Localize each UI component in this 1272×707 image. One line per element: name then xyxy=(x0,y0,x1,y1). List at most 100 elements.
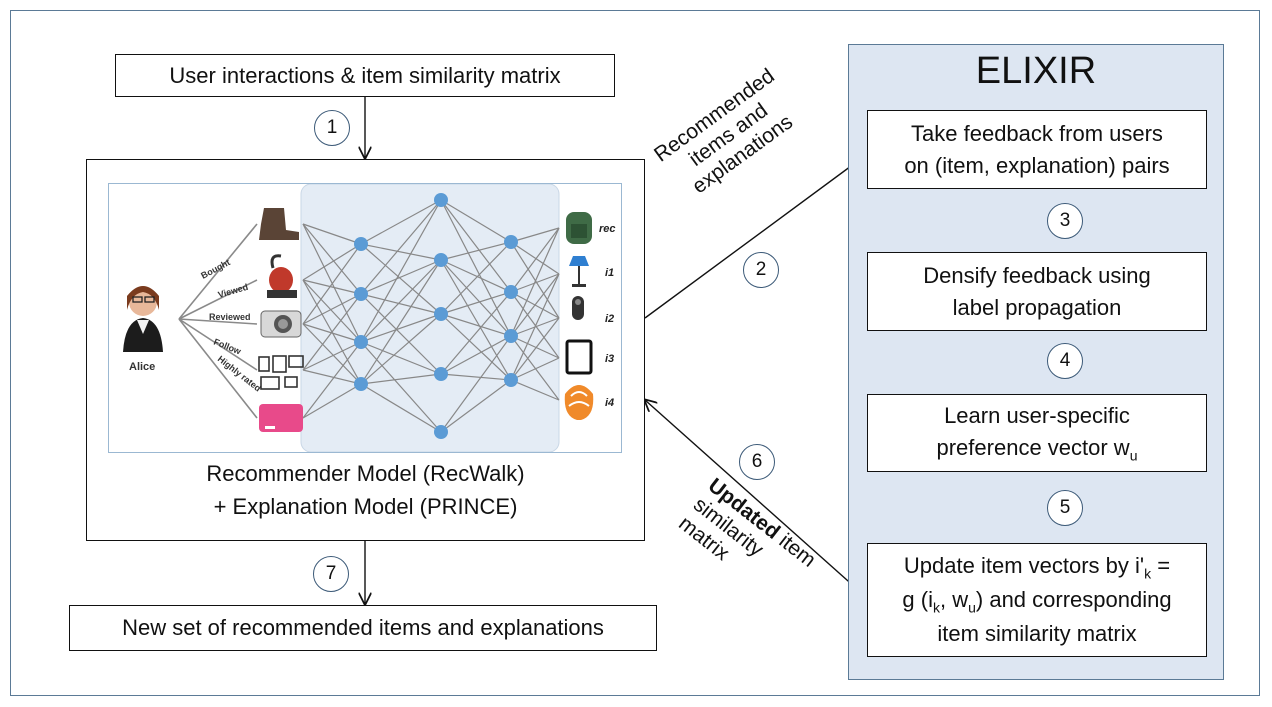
graph-node xyxy=(504,285,518,299)
graph-edge xyxy=(302,293,362,325)
graph-edge xyxy=(510,379,560,401)
graph-edge xyxy=(440,199,512,243)
step-number-4: 4 xyxy=(1047,343,1083,379)
woman-avatar-icon xyxy=(123,286,163,352)
graph-node xyxy=(434,307,448,321)
model-caption-line2: + Explanation Model (PRINCE) xyxy=(213,494,518,519)
graph-node xyxy=(434,367,448,381)
elixir-step-update: Update item vectors by i'k = g (ik, wu) … xyxy=(867,543,1207,657)
edge-label-follow: Follow xyxy=(212,337,243,357)
graph-edge xyxy=(360,313,442,385)
graph-edge xyxy=(510,241,560,275)
graph-edge xyxy=(510,291,560,359)
graph-node xyxy=(504,329,518,343)
edge-label-bought: Bought xyxy=(199,257,232,281)
user-edge xyxy=(178,223,258,320)
step-feedback-line2: on (item, explanation) pairs xyxy=(904,152,1170,178)
graph-edge xyxy=(440,313,512,337)
graph-edge xyxy=(360,259,442,343)
arrow-2 xyxy=(644,155,866,319)
graph-illustration: Alice rec i1 i2 i3 i4 Bought Viewed Revi… xyxy=(123,184,616,452)
pillow-icon xyxy=(564,385,594,420)
graph-edge xyxy=(360,199,442,295)
graph-edge xyxy=(360,341,442,433)
step-update-line3: item similarity matrix xyxy=(937,620,1137,646)
graph-edge xyxy=(440,241,512,261)
item-label-i3: i3 xyxy=(605,353,614,365)
elixir-step-feedback: Take feedback from users on (item, expla… xyxy=(867,110,1207,189)
step-densify-line1: Densify feedback using xyxy=(923,262,1151,288)
graph-edge xyxy=(510,357,560,381)
output-box-label: New set of recommended items and explana… xyxy=(122,615,604,641)
step-number-2: 2 xyxy=(743,252,779,288)
step-feedback-line1: Take feedback from users xyxy=(911,120,1163,146)
graph-edge xyxy=(510,273,560,381)
headset-icon xyxy=(572,296,584,320)
graph-node xyxy=(434,425,448,439)
step-learn-line2: preference vector w xyxy=(936,435,1130,461)
graph-edge xyxy=(302,279,362,343)
user-edge xyxy=(178,279,258,320)
graph-node xyxy=(504,373,518,387)
graph-node xyxy=(354,335,368,349)
graph-edge xyxy=(360,199,442,245)
graph-edge xyxy=(440,291,512,375)
elixir-step-densify: Densify feedback using label propagation xyxy=(867,252,1207,331)
graph-edge xyxy=(302,341,362,419)
diagram-frame xyxy=(10,10,1260,696)
graph-edge xyxy=(360,293,442,375)
item-label-i2: i2 xyxy=(605,313,614,325)
graph-edge xyxy=(440,335,512,433)
graph-edge xyxy=(440,291,512,315)
user-edges xyxy=(178,223,258,419)
step-learn-sub: u xyxy=(1129,447,1138,464)
user-edge xyxy=(178,318,258,325)
graph-edge xyxy=(360,243,442,261)
graph-edge xyxy=(440,199,512,337)
graph-edge xyxy=(302,279,362,295)
graph-edge xyxy=(510,227,560,337)
graph-node xyxy=(504,235,518,249)
graph-edge xyxy=(302,323,362,343)
graph-node xyxy=(434,253,448,267)
graph-edge xyxy=(302,223,362,245)
graph-edge xyxy=(510,273,560,337)
graph-edge xyxy=(360,313,442,343)
graph-edge xyxy=(510,227,560,243)
graph-node xyxy=(354,377,368,391)
graph-edge xyxy=(360,199,442,343)
graph-edge xyxy=(360,243,442,315)
graph-edge xyxy=(440,335,512,375)
user-edge xyxy=(178,318,258,371)
graph-edge xyxy=(302,369,362,385)
graph-edge xyxy=(440,259,512,381)
lamp-icon xyxy=(569,256,589,287)
elixir-step-learn: Learn user-specific preference vector wu xyxy=(867,394,1207,472)
item-label-i4: i4 xyxy=(605,397,614,409)
tablet-icon xyxy=(565,339,593,375)
step-update-eq: = xyxy=(1151,553,1171,579)
step-update-line1: Update item vectors by i' xyxy=(903,553,1145,579)
user-edge xyxy=(178,318,258,419)
graph-nodes xyxy=(354,193,518,439)
step-update-line2a: g (i xyxy=(902,587,933,613)
graph-node xyxy=(434,193,448,207)
output-box: New set of recommended items and explana… xyxy=(69,605,657,651)
arrow-6 xyxy=(645,400,867,598)
graph-edge xyxy=(440,241,512,315)
graph-edge xyxy=(510,317,560,381)
input-box-label: User interactions & item similarity matr… xyxy=(169,62,561,88)
camera-icon xyxy=(260,310,302,338)
step-learn-line1: Learn user-specific xyxy=(944,403,1130,429)
graph-edge xyxy=(440,379,512,433)
step-update-line2b: , w xyxy=(939,587,969,613)
input-box: User interactions & item similarity matr… xyxy=(115,54,615,97)
graph-edge xyxy=(360,293,442,315)
graph-edge xyxy=(302,293,362,371)
graph-edges xyxy=(302,199,560,433)
graph-edge xyxy=(360,341,442,375)
step-number-5: 5 xyxy=(1047,490,1083,526)
step-densify-line2: label propagation xyxy=(952,294,1122,320)
edge-label-viewed: Viewed xyxy=(217,282,249,300)
graph-edge xyxy=(360,259,442,385)
